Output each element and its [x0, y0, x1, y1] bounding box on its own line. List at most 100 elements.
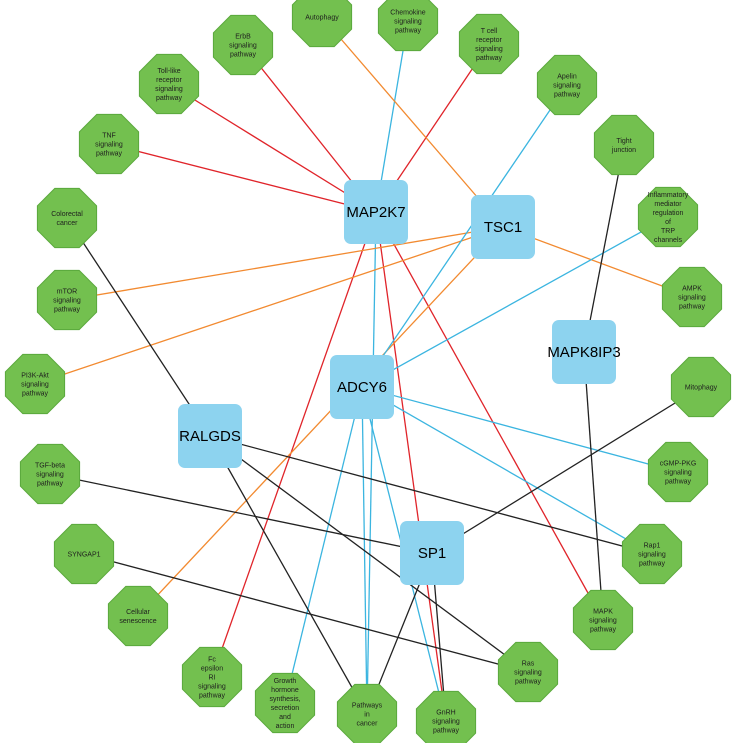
pathway-label-line: Growth — [274, 678, 297, 685]
pathway-octagon — [336, 683, 398, 743]
pathway-label-line: PI3K-Akt — [21, 373, 49, 380]
pathway-label-line: regulation — [653, 210, 684, 217]
pathway-label-line: Toll-like — [157, 68, 180, 75]
pathway-label-line: signaling — [95, 142, 123, 149]
gene-node-map2k7[interactable]: MAP2K7 — [344, 180, 408, 244]
pathway-label-line: signaling — [514, 670, 542, 677]
gene-node-ralgds[interactable]: RALGDS — [178, 404, 242, 468]
pathway-octagon — [377, 0, 439, 52]
edge-mapk8ip3-tight — [583, 144, 625, 353]
pathway-octagon — [78, 113, 140, 175]
gene-box — [330, 355, 394, 419]
gene-box — [400, 521, 464, 585]
pathway-label-line: Mitophagy — [685, 385, 718, 392]
gene-node-adcy6[interactable]: ADCY6 — [330, 355, 394, 419]
edge-tsc1-cellsen — [137, 226, 504, 617]
pathway-label-line: pathway — [37, 481, 64, 488]
gene-node-mapk8ip3[interactable]: MAPK8IP3 — [547, 320, 621, 384]
pathway-label-line: receptor — [156, 77, 182, 84]
edge-adcy6-cgmp — [361, 386, 679, 473]
pathway-label-line: pathway — [679, 304, 706, 311]
pathway-octagon — [19, 443, 81, 505]
pathway-octagon — [53, 523, 115, 585]
pathway-label-line: Ras — [522, 661, 535, 668]
pathway-node-syngap1[interactable]: SYNGAP1 — [53, 523, 115, 585]
gene-node-tsc1[interactable]: TSC1 — [471, 195, 535, 259]
pathway-label-line: GnRH — [436, 710, 455, 717]
pathway-label-line: Autophagy — [305, 15, 339, 22]
pathway-octagon — [181, 646, 243, 708]
gene-box — [344, 180, 408, 244]
pathway-label-line: action — [276, 723, 295, 730]
pathway-label-line: Fc — [208, 657, 216, 664]
edge-map2k7-mapk — [375, 211, 604, 621]
pathway-label-line: pathway — [590, 627, 617, 634]
edge-map2k7-cancer — [366, 211, 377, 715]
pathway-octagon — [621, 523, 683, 585]
pathway-label-line: SYNGAP1 — [67, 552, 100, 559]
pathway-label-line: mTOR — [57, 289, 77, 296]
pathway-label-line: signaling — [53, 298, 81, 305]
edge-sp1-mitophagy — [431, 386, 702, 554]
pathway-node-mitophagy[interactable]: Mitophagy — [670, 356, 732, 418]
pathway-label-line: cancer — [56, 220, 78, 227]
pathway-label-line: Pathways — [352, 703, 383, 710]
pathway-octagon — [572, 589, 634, 651]
gene-node-sp1[interactable]: SP1 — [400, 521, 464, 585]
pathway-label-line: TNF — [102, 133, 116, 140]
pathway-label-line: epsilon — [201, 666, 223, 673]
pathway-label-line: pathway — [156, 95, 183, 102]
edge-syngap1-ras — [83, 553, 529, 673]
pathway-octagon — [670, 356, 732, 418]
pathway-node-autophagy[interactable]: Autophagy — [291, 0, 353, 48]
pathway-label-line: Inflammatory — [648, 192, 689, 199]
pathway-octagon — [647, 441, 709, 503]
pathway-octagon — [497, 641, 559, 703]
pathway-label-line: receptor — [476, 37, 502, 44]
pathway-label-line: synthesis, — [269, 696, 300, 703]
edge-adcy6-rap1 — [361, 386, 653, 555]
pathway-label-line: of — [665, 219, 671, 226]
pathway-label-line: ErbB — [235, 34, 251, 41]
pathway-label-line: signaling — [664, 470, 692, 477]
edge-tsc1-mtor — [66, 226, 504, 301]
pathway-label: Mitophagy — [685, 385, 718, 392]
pathway-label-line: pathway — [554, 92, 581, 99]
